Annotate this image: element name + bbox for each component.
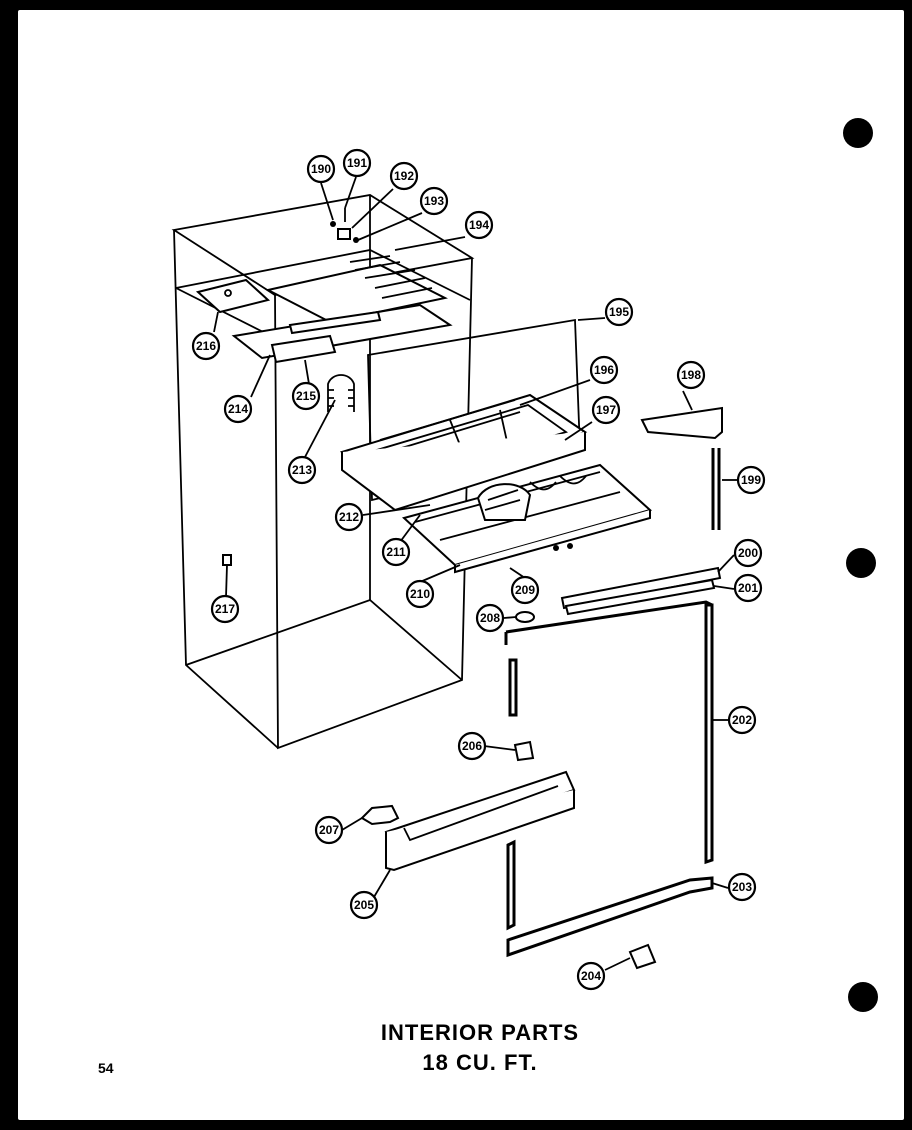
callout-211: 211: [381, 537, 411, 567]
callout-206: 206: [457, 731, 487, 761]
callout-196: 196: [589, 355, 619, 385]
svg-text:214: 214: [228, 402, 248, 416]
meat-keeper-tray: [339, 393, 588, 512]
evaporator-pan: [231, 303, 453, 364]
svg-text:210: 210: [410, 587, 430, 601]
leader-lines: [213, 176, 737, 971]
svg-text:209: 209: [515, 583, 535, 597]
svg-text:196: 196: [594, 363, 614, 377]
control-tray: [195, 278, 271, 314]
svg-text:192: 192: [394, 169, 414, 183]
svg-text:213: 213: [292, 463, 312, 477]
callout-191: 191: [342, 148, 372, 178]
bracket-207: [360, 804, 400, 826]
screw: [330, 221, 336, 227]
callout-204: 204: [576, 961, 606, 991]
svg-text:202: 202: [732, 713, 752, 727]
trim-198: [640, 406, 723, 440]
callout-213: 213: [287, 455, 317, 485]
svg-text:194: 194: [469, 218, 489, 232]
screw: [567, 543, 573, 549]
svg-text:215: 215: [296, 389, 316, 403]
callout-202: 202: [727, 705, 757, 735]
handle-204: [628, 943, 657, 970]
binder-hole: [848, 982, 878, 1012]
diagram-title: INTERIOR PARTS: [380, 1020, 580, 1045]
callout-203: 203: [727, 872, 757, 902]
svg-text:217: 217: [215, 602, 235, 616]
svg-text:200: 200: [738, 546, 758, 560]
callout-198: 198: [676, 360, 706, 390]
svg-text:203: 203: [732, 880, 752, 894]
callout-214: 214: [223, 394, 253, 424]
trim-199: [711, 448, 721, 530]
evaporator-top: [265, 255, 448, 324]
svg-text:199: 199: [741, 473, 761, 487]
callout-194: 194: [464, 210, 494, 240]
clip-208: [515, 611, 535, 623]
page-number: 54: [98, 1060, 114, 1076]
callout-190: 190: [306, 154, 336, 184]
callout-200: 200: [733, 538, 763, 568]
clip-217: [222, 554, 232, 566]
svg-text:197: 197: [596, 403, 616, 417]
callout-212: 212: [334, 502, 364, 532]
door-gasket: [504, 600, 714, 958]
trim-201: [564, 578, 716, 616]
bracket: [337, 228, 351, 240]
svg-text:198: 198: [681, 368, 701, 382]
callout-217: 217: [210, 594, 240, 624]
svg-text:208: 208: [480, 611, 500, 625]
svg-text:201: 201: [738, 581, 758, 595]
screw: [553, 545, 559, 551]
callout-197: 197: [591, 395, 621, 425]
callout-192: 192: [389, 161, 419, 191]
svg-text:195: 195: [609, 305, 629, 319]
shelf-front: [384, 770, 576, 872]
callout-216: 216: [191, 331, 221, 361]
svg-text:205: 205: [354, 898, 374, 912]
crisper-cover: [401, 463, 653, 574]
diagram-subtitle: 18 CU. FT.: [422, 1050, 538, 1075]
svg-text:211: 211: [386, 545, 406, 559]
trim-200: [560, 566, 722, 610]
svg-text:206: 206: [462, 739, 482, 753]
control-knob: [224, 289, 232, 297]
svg-text:190: 190: [311, 162, 331, 176]
svg-text:204: 204: [581, 969, 601, 983]
callout-195: 195: [604, 297, 634, 327]
callout-209: 209: [510, 575, 540, 605]
callout-207: 207: [314, 815, 344, 845]
binder-hole: [846, 548, 876, 578]
callout-193: 193: [419, 186, 449, 216]
callout-210: 210: [405, 579, 435, 609]
svg-text:216: 216: [196, 339, 216, 353]
callout-199: 199: [736, 465, 766, 495]
svg-text:207: 207: [319, 823, 339, 837]
nut: [353, 237, 359, 243]
svg-text:212: 212: [339, 510, 359, 524]
latch-206: [513, 740, 535, 762]
callout-208: 208: [475, 603, 505, 633]
svg-text:191: 191: [347, 156, 367, 170]
svg-text:193: 193: [424, 194, 444, 208]
callout-205: 205: [349, 890, 379, 920]
callout-201: 201: [733, 573, 763, 603]
callout-215: 215: [291, 381, 321, 411]
binder-hole: [843, 118, 873, 148]
